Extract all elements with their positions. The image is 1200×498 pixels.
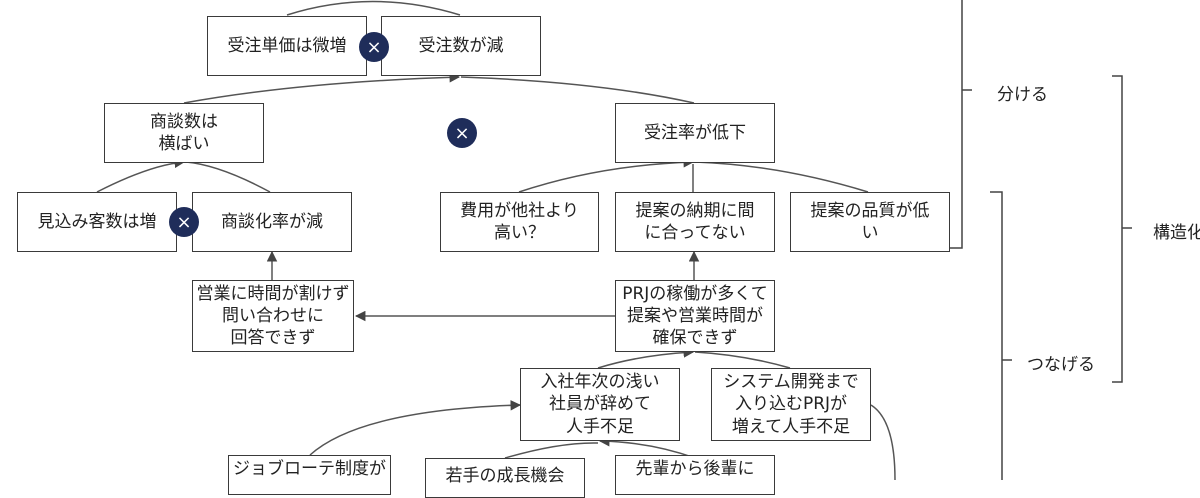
node-system-dev: システム開発まで 入り込むPRJが 増えて人手不足	[711, 368, 871, 441]
node-unit-price: 受注単価は微増	[207, 16, 367, 76]
connector-top	[286, 0, 461, 16]
connector-n12-n11	[597, 347, 695, 369]
node-order-count: 受注数が減	[381, 16, 541, 76]
bracket-connect	[990, 191, 1012, 480]
connector-layer	[96, 0, 1132, 480]
node-job-rotation: ジョブローテ制度が	[228, 455, 391, 495]
node-cost: 費用が他社より 高い？	[440, 192, 599, 252]
multiply-icon: ×	[169, 207, 199, 237]
bracket-split	[950, 0, 972, 249]
node-no-sales-time: 営業に時間が割けず 問い合わせに 回答できず	[192, 280, 354, 352]
node-conversion-rate: 商談化率が減	[192, 192, 352, 252]
node-meeting-count: 商談数は 横ばい	[104, 103, 264, 163]
node-junior-attrition: 入社年次の浅い 社員が辞めて 人手不足	[520, 368, 680, 441]
multiply-icon: ×	[359, 32, 389, 62]
label-structure: 構造化	[1153, 223, 1200, 243]
connector-n6-n3	[185, 161, 271, 193]
connector-n7-n4	[518, 157, 695, 193]
label-split: 分ける	[997, 85, 1048, 105]
connector-n3-n2	[183, 72, 461, 104]
connector-n13-n11	[694, 351, 791, 369]
node-prj-workload: PRJの稼働が多くて 提案や営業時間が 確保できず	[615, 280, 775, 352]
connector-n15-n12	[504, 442, 599, 459]
connector-n4-n2	[460, 76, 695, 104]
multiply-icon: ×	[447, 118, 477, 148]
node-win-rate: 受注率が低下	[615, 103, 775, 163]
connector-n5-n3	[96, 157, 186, 193]
connector-n16-n12	[598, 435, 696, 459]
node-growth-opportunity: 若手の成長機会	[425, 458, 585, 498]
bracket-structure	[1112, 75, 1132, 383]
connector-n13-down	[870, 404, 896, 480]
connector-n9-n4	[694, 161, 869, 193]
node-quality: 提案の品質が低 い	[790, 192, 950, 252]
connector-n14-n12	[309, 400, 522, 456]
node-deadline: 提案の納期に間 に合ってない	[615, 192, 775, 252]
label-connect: つなげる	[1027, 355, 1095, 375]
node-prospects: 見込み客数は増	[17, 192, 177, 252]
node-senior-to-junior: 先輩から後輩に	[615, 455, 775, 495]
